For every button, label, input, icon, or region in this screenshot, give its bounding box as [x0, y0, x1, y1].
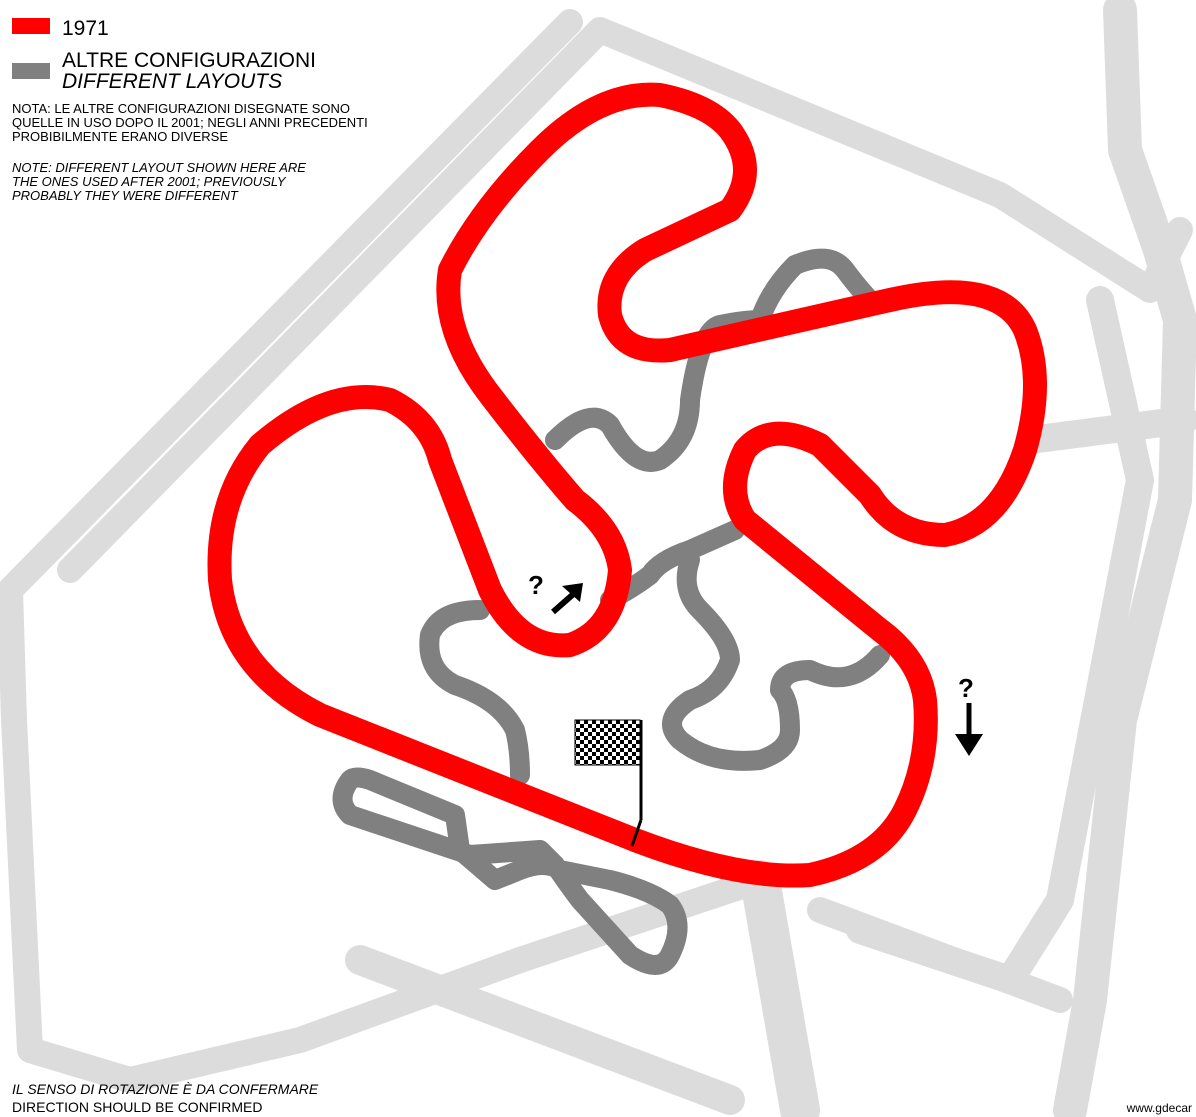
svg-text:?: ? — [528, 570, 544, 600]
legend-item-1971: 1971 — [12, 18, 109, 39]
legend-item-other-layouts: ALTRE CONFIGURAZIONI DIFFERENT LAYOUTS — [12, 50, 316, 92]
note-it-line: QUELLE IN USO DOPO IL 2001; NEGLI ANNI P… — [12, 115, 368, 130]
note-english: NOTE: DIFFERENT LAYOUT SHOWN HERE ARE TH… — [12, 161, 472, 203]
note-it-line: PROBIBILMENTE ERANO DIVERSE — [12, 129, 228, 144]
south-east-road — [807, 897, 1073, 1013]
track-1971 — [207, 82, 1047, 888]
south-road — [740, 860, 820, 1117]
note-en-line: NOTE: DIFFERENT LAYOUT SHOWN HERE ARE — [12, 160, 306, 175]
up-right-arrow-icon — [551, 583, 583, 615]
down-arrow-icon — [955, 703, 983, 756]
note-en-line: THE ONES USED AFTER 2001; PREVIOUSLY — [12, 174, 286, 189]
inner-loop-north — [545, 248, 880, 472]
note-en-line: PROBABLY THEY WERE DIFFERENT — [12, 188, 238, 203]
legend-label-it: ALTRE CONFIGURAZIONI — [62, 49, 316, 72]
bottom-road — [345, 945, 745, 1115]
legend-label-en: DIFFERENT LAYOUTS — [62, 70, 283, 93]
legend-labels-other: ALTRE CONFIGURAZIONI DIFFERENT LAYOUTS — [62, 50, 316, 92]
legend-swatch-grey — [12, 63, 50, 79]
direction-mark-1: ? — [528, 570, 583, 615]
east-road — [1016, 406, 1196, 454]
kart-track — [332, 767, 688, 975]
legend-swatch-red — [12, 18, 50, 34]
svg-text:?: ? — [958, 673, 974, 703]
outer-road — [0, 9, 773, 1093]
note-italian: NOTA: LE ALTRE CONFIGURAZIONI DISEGNATE … — [12, 102, 472, 144]
legend-label-1971: 1971 — [62, 17, 109, 40]
footer-english: DIRECTION SHOULD BE CONFIRMED — [12, 1099, 263, 1115]
inner-loop-west — [419, 600, 530, 785]
footer-italian: IL SENSO DI ROTAZIONE È DA CONFERMARE — [12, 1081, 319, 1097]
direction-mark-2: ? — [955, 673, 983, 756]
inner-loop-south — [662, 550, 890, 771]
checkered-flag-icon — [574, 719, 643, 847]
credit-text: www.gdecar — [1126, 1101, 1192, 1115]
note-it-line: NOTA: LE ALTRE CONFIGURAZIONI DISEGNATE … — [12, 101, 351, 116]
